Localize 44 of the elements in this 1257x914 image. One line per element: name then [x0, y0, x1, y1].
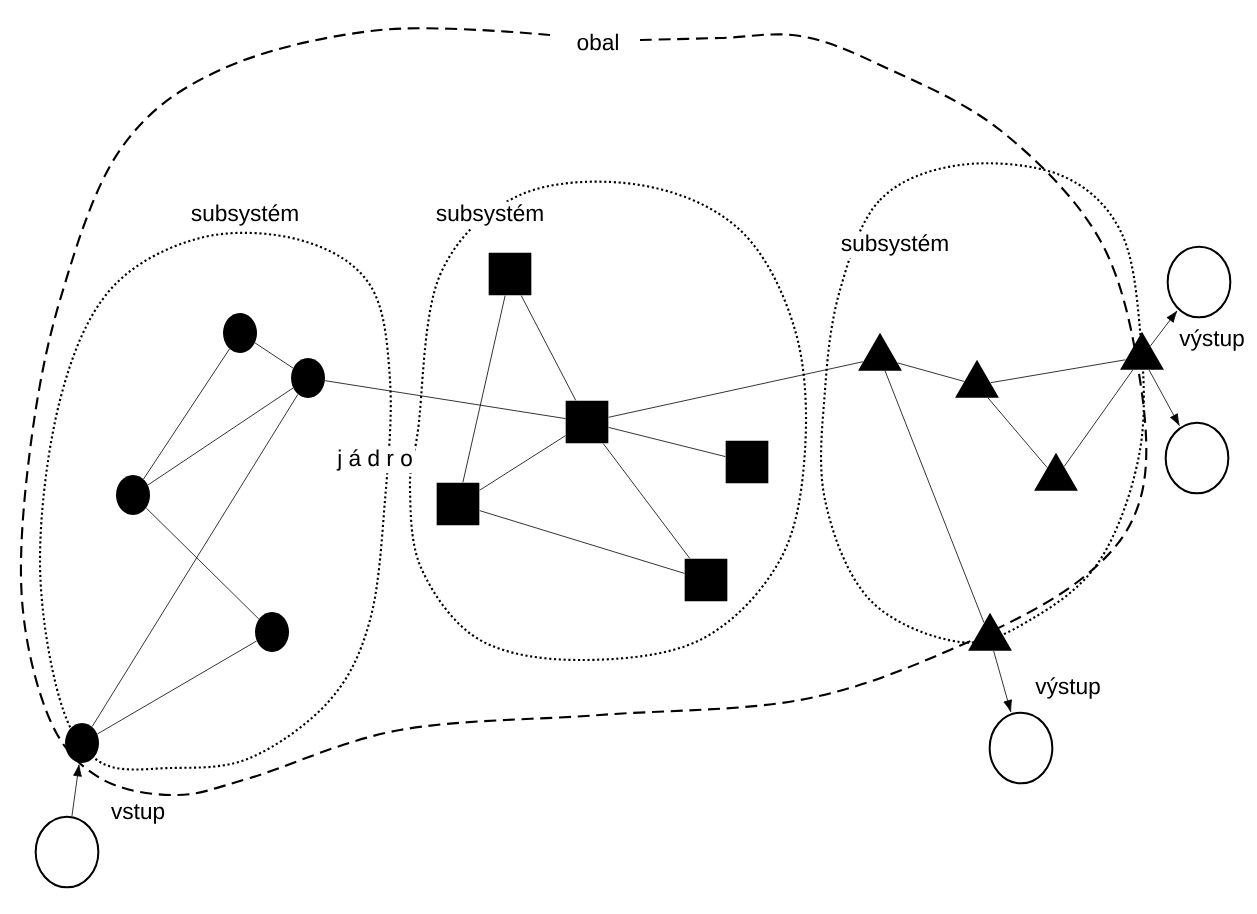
filled-triangle [955, 359, 999, 398]
connector-line [987, 397, 1048, 468]
connector-line [97, 640, 257, 735]
filled-square [725, 440, 769, 484]
connector-line [479, 435, 566, 491]
filled-triangle [1034, 452, 1078, 491]
filled-circle [255, 612, 289, 652]
empty-circle [1164, 421, 1230, 495]
connector-line [1063, 369, 1134, 467]
connector-line [884, 370, 985, 623]
connector-line [254, 342, 294, 369]
empty-circle [34, 815, 100, 889]
arrow [1150, 310, 1178, 347]
connector-line [608, 361, 864, 418]
input-label: vstup [108, 801, 168, 827]
connector-line [91, 394, 299, 727]
filled-circle [291, 358, 325, 398]
connector-line [324, 380, 566, 419]
core-label: j á d r o [334, 446, 416, 474]
output-label: výstup [1035, 677, 1100, 699]
connector-line [990, 359, 1126, 384]
filled-triangle [1120, 331, 1164, 370]
connector-line [145, 507, 260, 620]
filled-square [565, 400, 609, 444]
arrow [71, 764, 82, 817]
filled-circle [116, 475, 150, 515]
node-label: subsystém [191, 204, 298, 226]
output-label: výstup [1179, 329, 1244, 351]
connector-line [602, 443, 691, 559]
arrow [993, 650, 1012, 713]
connector-line [462, 295, 506, 483]
connector-line [520, 295, 577, 401]
arrow [1148, 369, 1180, 426]
filled-triangle [858, 332, 902, 371]
connector-line [147, 387, 294, 486]
connector-line [479, 510, 685, 574]
connector-line [897, 362, 965, 382]
connector-line [608, 427, 726, 457]
filled-square [436, 482, 480, 526]
connector-line [143, 348, 230, 480]
filled-square [684, 558, 728, 602]
filled-circle [223, 313, 257, 353]
filled-square [488, 252, 532, 296]
empty-circle [1166, 245, 1232, 319]
